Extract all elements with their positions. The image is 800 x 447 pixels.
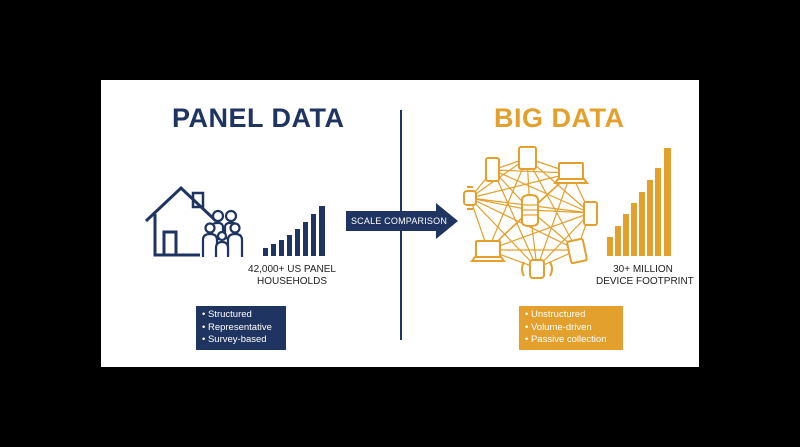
panel-data-title: PANEL DATA: [172, 103, 345, 133]
big-rising-bars-icon: [607, 148, 671, 256]
panel-caption-line-1: 42,000+ US PANEL: [248, 264, 336, 275]
phone-icon-right: [583, 201, 598, 226]
list-item: Survey-based: [202, 334, 280, 347]
smartwatch-icon: [463, 186, 477, 210]
big-caption-line-1: 30+ MILLION: [613, 264, 673, 275]
big-bar-1: [607, 237, 613, 256]
big-bar-8: [664, 148, 671, 256]
big-caption-line-2: DEVICE FOOTPRINT: [596, 275, 694, 287]
panel-bar-4: [287, 235, 292, 256]
big-bar-7: [655, 168, 661, 256]
house-icon: [144, 185, 218, 257]
list-item: Structured: [202, 309, 280, 322]
tablet-icon: [518, 146, 537, 170]
big-bar-2: [615, 226, 621, 256]
right-arrow-icon: [346, 203, 458, 239]
panel-bar-3: [279, 240, 284, 256]
big-data-title: BIG DATA: [494, 103, 625, 133]
panel-bar-7: [311, 214, 316, 256]
panel-attributes-list: Structured Representative Survey-based: [196, 306, 286, 350]
family-icon: [201, 209, 244, 257]
panel-bar-1: [263, 248, 268, 256]
big-bar-6: [647, 180, 653, 256]
panel-bar-2: [271, 244, 276, 256]
big-attributes-list: Unstructured Volume-driven Passive colle…: [519, 306, 623, 350]
device-network-icon: [463, 146, 598, 279]
smart-speaker-icon: [521, 193, 539, 228]
panel-caption-line-2: HOUSEHOLDS: [256, 275, 327, 287]
big-bar-4: [631, 203, 637, 256]
laptop-icon: [553, 162, 589, 184]
connected-speaker-icon: [521, 259, 553, 279]
panel-bar-5: [295, 229, 300, 256]
phone-icon: [485, 157, 500, 182]
panel-households-caption: 42,000+ US PANEL HOUSEHOLDS: [248, 264, 336, 287]
big-bar-5: [639, 192, 645, 256]
scale-comparison-label: SCALE COMPARISON: [350, 216, 448, 226]
list-item: Representative: [202, 322, 280, 335]
panel-bar-8: [319, 206, 325, 256]
tablet-icon-right: [566, 237, 588, 265]
big-device-caption: 30+ MILLION DEVICE FOOTPRINT: [596, 264, 694, 287]
panel-bar-6: [303, 222, 308, 256]
panel-rising-bars-icon: [263, 206, 325, 256]
list-item: Passive collection: [525, 334, 617, 347]
list-item: Volume-driven: [525, 322, 617, 335]
list-item: Unstructured: [525, 309, 617, 322]
laptop-icon-left: [470, 240, 506, 262]
big-bar-3: [623, 214, 629, 256]
